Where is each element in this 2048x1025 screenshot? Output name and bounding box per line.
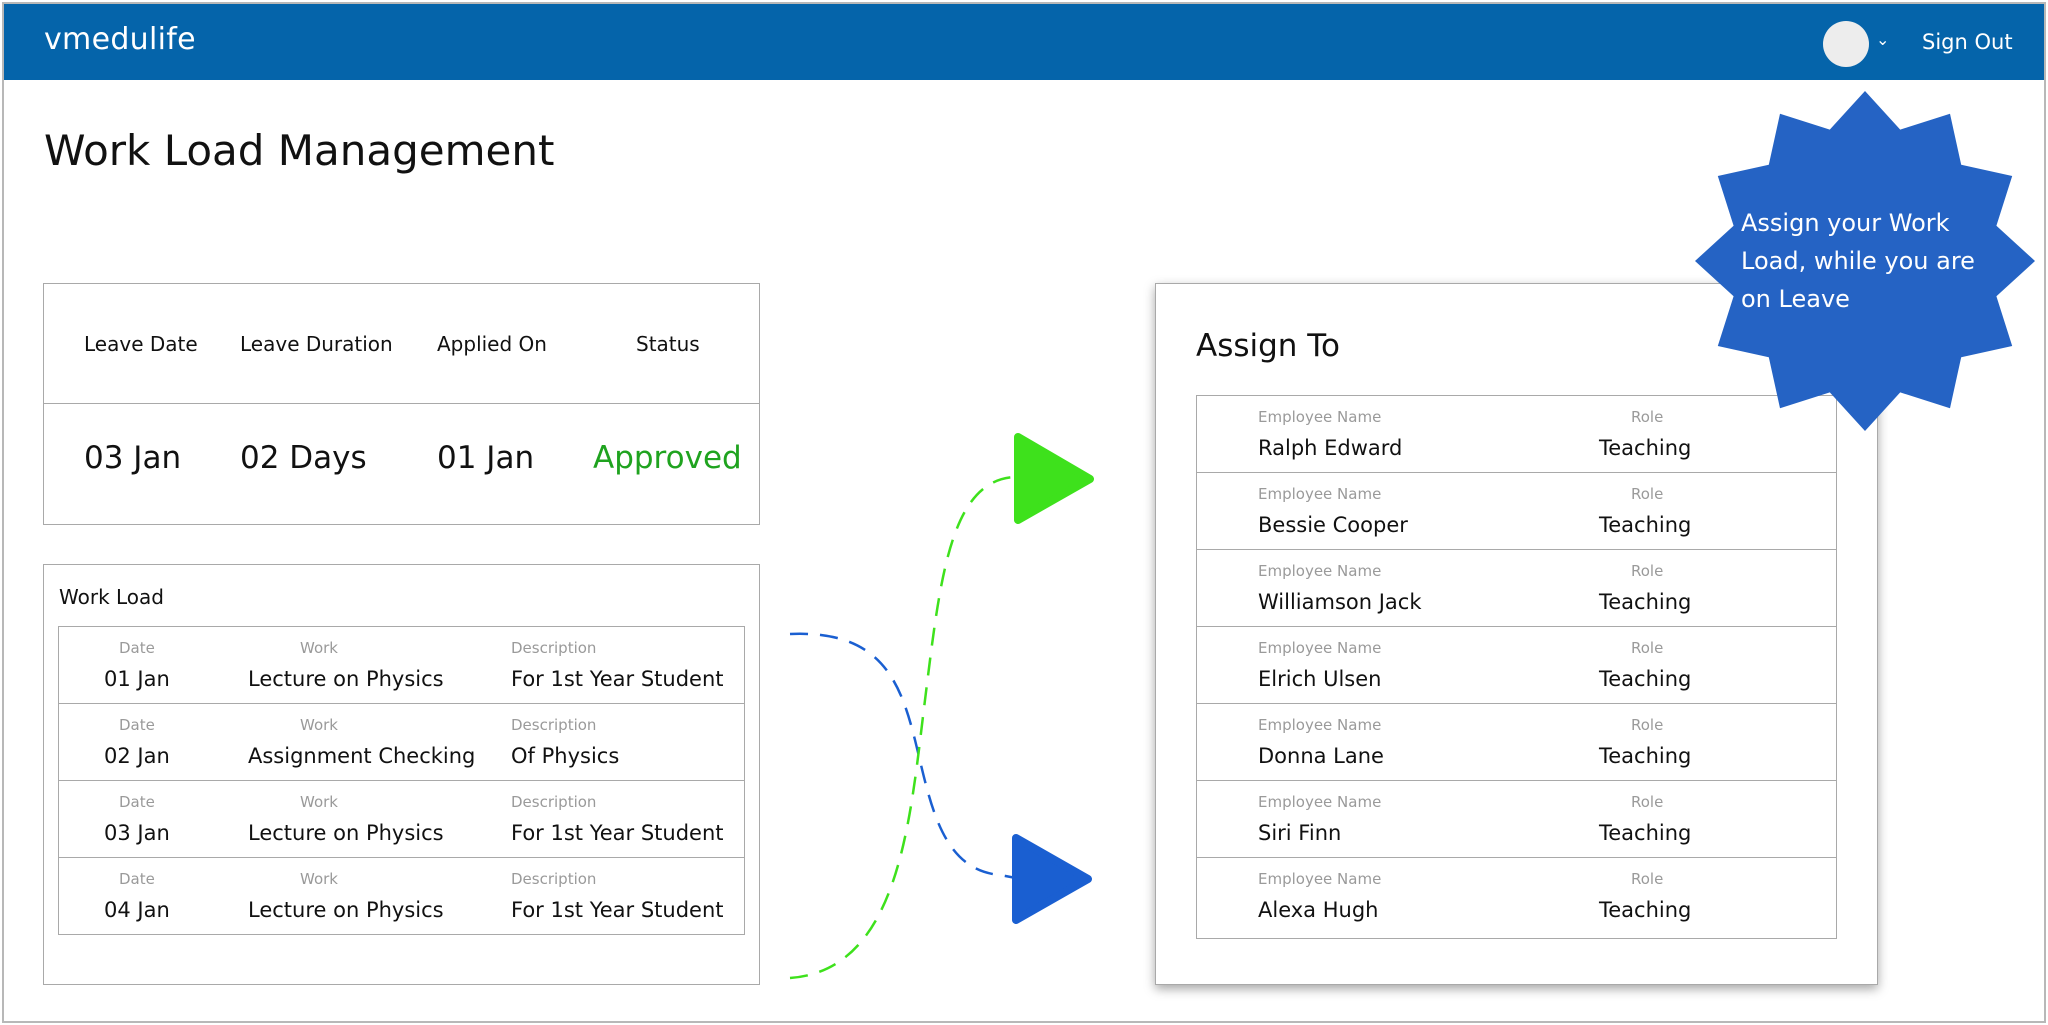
workload-title: Work Load [59, 585, 164, 609]
leave-summary-table: Leave Date Leave Duration Applied On Sta… [43, 283, 760, 525]
employee-name-value: Alexa Hugh [1258, 898, 1379, 922]
employee-name-label: Employee Name [1258, 562, 1382, 580]
table-row[interactable]: Date Work Description 04 Jan Lecture on … [59, 858, 744, 935]
assign-to-panel: Assign To Employee Name Role Ralph Edwar… [1155, 283, 1878, 985]
date-value: 01 Jan [104, 667, 170, 691]
date-value: 03 Jan [104, 821, 170, 845]
date-value: 02 Jan [104, 744, 170, 768]
applied-on-value: 01 Jan [437, 440, 535, 476]
app-logo[interactable]: vmedulife [44, 22, 196, 57]
description-value: Of Physics [511, 744, 620, 768]
blue-connector-line [789, 632, 1017, 880]
callout-starburst-badge [1695, 91, 2035, 431]
date-label: Date [119, 793, 155, 811]
table-row[interactable]: Employee Name Role Siri Finn Teaching [1197, 781, 1836, 858]
description-label: Description [511, 793, 597, 811]
workload-table: Date Work Description 01 Jan Lecture on … [58, 626, 745, 935]
employee-name-value: Donna Lane [1258, 744, 1384, 768]
top-navbar: vmedulife ⌄ Sign Out [4, 4, 2044, 80]
leave-duration-value: 02 Days [240, 440, 367, 476]
description-value: For 1st Year Student [511, 898, 724, 922]
employee-table: Employee Name Role Ralph Edward Teaching… [1196, 395, 1837, 939]
leave-duration-header: Leave Duration [240, 332, 393, 356]
work-value: Lecture on Physics [248, 667, 444, 691]
play-triangle-icon [1014, 433, 1094, 524]
user-avatar-icon[interactable] [1823, 21, 1869, 67]
employee-name-label: Employee Name [1258, 793, 1382, 811]
description-value: For 1st Year Student [511, 667, 724, 691]
table-row[interactable]: Date Work Description 01 Jan Lecture on … [59, 627, 744, 704]
table-row[interactable]: Employee Name Role Ralph Edward Teaching [1197, 396, 1836, 473]
date-label: Date [119, 716, 155, 734]
work-label: Work [300, 870, 338, 888]
role-label: Role [1631, 485, 1664, 503]
green-connector-line [789, 475, 1016, 980]
table-row[interactable]: Employee Name Role Alexa Hugh Teaching [1197, 858, 1836, 935]
callout-text: Assign your Work Load, while you are on … [1741, 209, 1975, 313]
employee-name-value: Ralph Edward [1258, 436, 1403, 460]
applied-on-header: Applied On [437, 332, 547, 356]
role-label: Role [1631, 716, 1664, 734]
chevron-down-icon[interactable]: ⌄ [1876, 30, 1890, 49]
role-label: Role [1631, 408, 1664, 426]
role-value: Teaching [1599, 436, 1692, 460]
description-label: Description [511, 870, 597, 888]
role-label: Role [1631, 793, 1664, 811]
role-value: Teaching [1599, 898, 1692, 922]
table-row[interactable]: Employee Name Role Elrich Ulsen Teaching [1197, 627, 1836, 704]
employee-name-value: Williamson Jack [1258, 590, 1422, 614]
employee-name-label: Employee Name [1258, 408, 1382, 426]
date-label: Date [119, 639, 155, 657]
description-label: Description [511, 716, 597, 734]
leave-date-value: 03 Jan [84, 440, 182, 476]
table-row[interactable]: Employee Name Role Donna Lane Teaching [1197, 704, 1836, 781]
page-title: Work Load Management [44, 126, 555, 175]
date-label: Date [119, 870, 155, 888]
employee-name-label: Employee Name [1258, 485, 1382, 503]
employee-name-label: Employee Name [1258, 639, 1382, 657]
description-label: Description [511, 639, 597, 657]
role-value: Teaching [1599, 590, 1692, 614]
leave-table-divider [44, 403, 759, 404]
description-value: For 1st Year Student [511, 821, 724, 845]
assign-to-title: Assign To [1196, 328, 1340, 364]
work-value: Lecture on Physics [248, 821, 444, 845]
employee-name-label: Employee Name [1258, 716, 1382, 734]
work-value: Lecture on Physics [248, 898, 444, 922]
work-label: Work [300, 639, 338, 657]
role-value: Teaching [1599, 744, 1692, 768]
play-triangle-icon [1012, 834, 1092, 924]
table-row[interactable]: Employee Name Role Williamson Jack Teach… [1197, 550, 1836, 627]
employee-name-label: Employee Name [1258, 870, 1382, 888]
work-value: Assignment Checking [248, 744, 476, 768]
workload-panel: Work Load Date Work Description 01 Jan L… [43, 564, 760, 985]
status-header: Status [636, 332, 700, 356]
table-row[interactable]: Employee Name Role Bessie Cooper Teachin… [1197, 473, 1836, 550]
work-label: Work [300, 716, 338, 734]
role-value: Teaching [1599, 821, 1692, 845]
role-label: Role [1631, 639, 1664, 657]
table-row[interactable]: Date Work Description 03 Jan Lecture on … [59, 781, 744, 858]
role-label: Role [1631, 870, 1664, 888]
role-value: Teaching [1599, 513, 1692, 537]
table-row[interactable]: Date Work Description 02 Jan Assignment … [59, 704, 744, 781]
date-value: 04 Jan [104, 898, 170, 922]
status-badge: Approved [593, 440, 742, 476]
employee-name-value: Bessie Cooper [1258, 513, 1408, 537]
sign-out-link[interactable]: Sign Out [1922, 30, 2013, 54]
role-value: Teaching [1599, 667, 1692, 691]
role-label: Role [1631, 562, 1664, 580]
employee-name-value: Siri Finn [1258, 821, 1342, 845]
leave-date-header: Leave Date [84, 332, 198, 356]
work-label: Work [300, 793, 338, 811]
employee-name-value: Elrich Ulsen [1258, 667, 1382, 691]
